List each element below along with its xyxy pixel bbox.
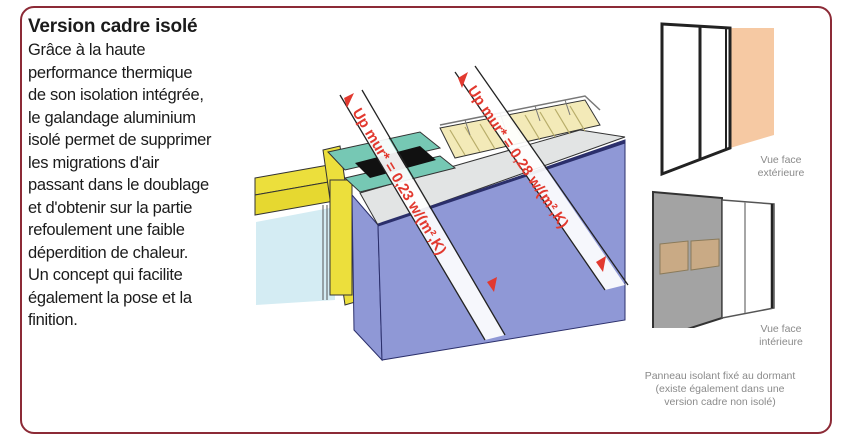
body-line: finition. <box>28 311 78 329</box>
body-line: performance thermique <box>28 63 193 82</box>
body-line: passant dans le doublage <box>28 176 209 194</box>
body-line: les migrations d'air <box>28 153 160 172</box>
caption-line: (existe également dans une <box>655 383 785 395</box>
caption-interior-view: Vue face intérieure <box>746 323 816 349</box>
body-line: de son isolation intégrée, <box>28 86 204 104</box>
caption-insulating-panel: Panneau isolant fixé au dormant (existe … <box>610 370 830 409</box>
body-line: isolé permet de supprimer <box>28 131 212 149</box>
caption-line: Vue face <box>760 154 802 166</box>
caption-line: version cadre non isolé) <box>664 396 776 408</box>
exterior-view-door-illustration <box>660 22 774 177</box>
body-line: également la pose et la <box>28 288 192 307</box>
wall-cutaway-illustration: Up mur* = 0,23 w/(m²,K) Up mur* = 0,28 w… <box>254 65 629 362</box>
interior-view-door-illustration <box>652 190 775 328</box>
body-line: déperdition de chaleur. <box>28 243 189 262</box>
caption-line: extérieure <box>757 167 805 179</box>
body-line: et d'obtenir sur la partie <box>28 198 193 217</box>
caption-line: Panneau isolant fixé au dormant <box>644 370 796 382</box>
body-line: Un concept qui facilite <box>28 266 183 284</box>
description-block: Version cadre isolé Grâce à la haute per… <box>28 16 260 332</box>
body-line: Grâce à la haute <box>28 41 146 59</box>
section-heading: Version cadre isolé <box>28 16 198 37</box>
caption-line: intérieure <box>759 336 803 348</box>
caption-exterior-view: Vue face extérieure <box>746 154 816 180</box>
caption-line: Vue face <box>760 323 802 335</box>
body-line: le galandage aluminium <box>28 108 196 127</box>
body-line: refoulement une faible <box>28 221 185 239</box>
